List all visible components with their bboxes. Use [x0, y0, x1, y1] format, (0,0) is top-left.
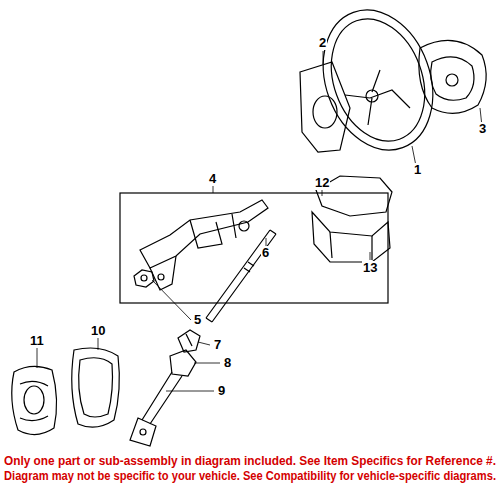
callout-number: 11: [29, 334, 45, 348]
callout-number: 6: [261, 246, 270, 260]
callout-number: 10: [90, 324, 106, 338]
callout-number: 5: [193, 313, 202, 327]
footer-note: Only one part or sub-assembly in diagram…: [4, 454, 496, 468]
steering-shaft: [206, 230, 276, 322]
callout-number: 7: [213, 338, 222, 352]
airbag-module: [419, 40, 486, 113]
assembly-box: [120, 193, 388, 303]
callout-number: 1: [413, 163, 422, 177]
universal-joint: [178, 330, 200, 352]
joint-boot: [170, 350, 196, 376]
steering-wheel: [305, 0, 452, 165]
lower-cover: [300, 62, 350, 152]
callout-number: 13: [362, 261, 378, 275]
callout-number: 9: [217, 384, 226, 398]
callout-number: 8: [223, 356, 232, 370]
callout-number: 3: [478, 122, 487, 136]
intermediate-shaft: [130, 372, 182, 446]
nut: [134, 270, 154, 287]
column-boot: [12, 366, 57, 434]
callout-number: 4: [208, 172, 217, 186]
footer-note: Diagram may not be specific to your vehi…: [4, 469, 496, 483]
callout-number: 2: [318, 36, 327, 50]
callout-number: 12: [314, 176, 330, 190]
column-cover: [312, 176, 392, 262]
steering-column: [140, 200, 268, 290]
column-seal: [72, 348, 120, 427]
leader-lines: [37, 51, 483, 391]
